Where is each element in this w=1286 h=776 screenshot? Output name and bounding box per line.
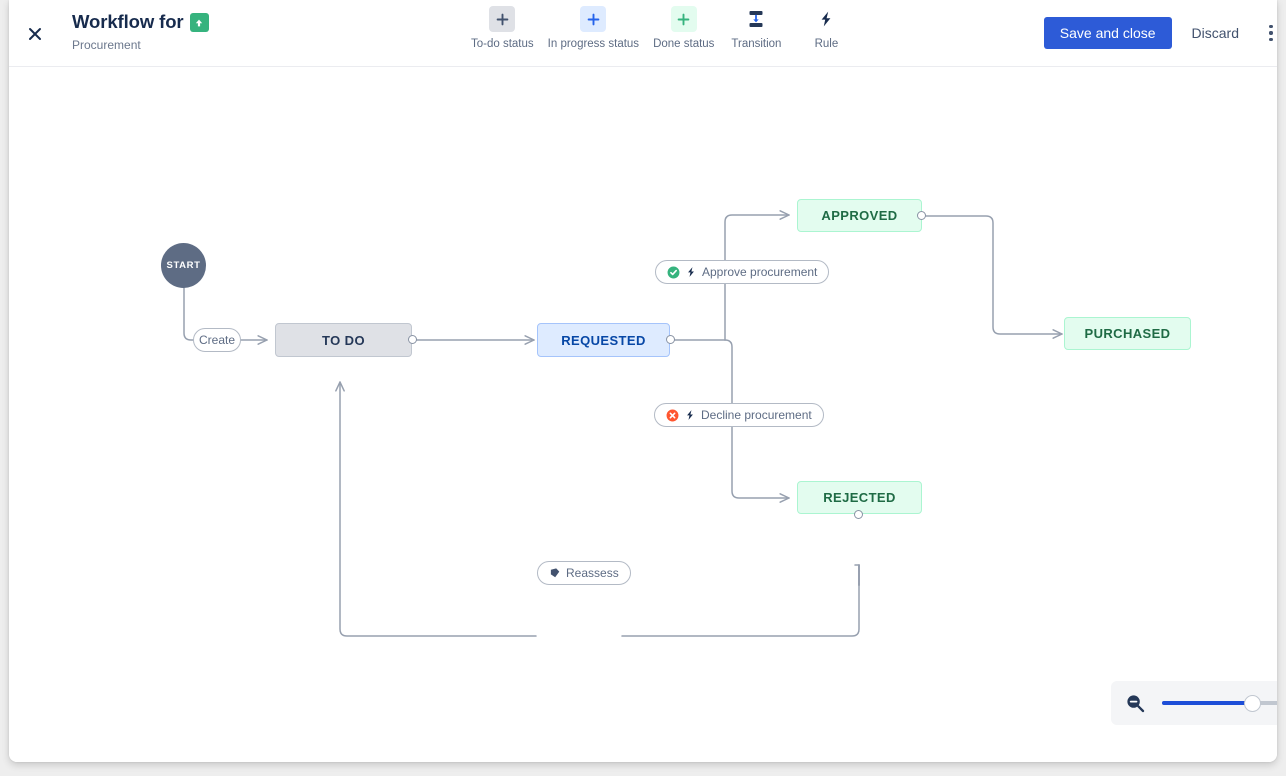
title-block: Workflow for Procurement <box>72 10 209 53</box>
port-requested-right[interactable] <box>666 335 675 344</box>
transition-approve-procurement[interactable]: Approve procurement <box>655 260 830 284</box>
transition-icon <box>743 6 769 32</box>
status-node-todo-label: TO DO <box>322 332 365 348</box>
arrow-up-badge-icon <box>189 13 209 32</box>
port-todo-right[interactable] <box>408 335 417 344</box>
transition-create[interactable]: Create <box>193 328 241 352</box>
toolbar-item-done-status[interactable]: Done status <box>646 6 721 50</box>
plus-icon <box>670 6 697 32</box>
transition-approve-label: Approve procurement <box>702 264 818 279</box>
transition-reassess[interactable]: Reassess <box>537 561 631 585</box>
page-subtitle: Procurement <box>72 38 141 52</box>
discard-button[interactable]: Discard <box>1182 17 1249 49</box>
more-actions-button[interactable] <box>1255 17 1277 49</box>
header-actions: Save and close Discard <box>1043 17 1277 49</box>
zoom-slider[interactable] <box>1162 695 1277 712</box>
workflow-start-node[interactable]: START <box>161 243 206 288</box>
plus-icon <box>580 6 607 32</box>
toolbar-item-rule[interactable]: Rule <box>791 6 861 50</box>
zoom-out-icon[interactable] <box>1125 693 1146 714</box>
status-node-requested-label: REQUESTED <box>561 332 646 348</box>
status-node-rejected-label: REJECTED <box>823 490 896 505</box>
rule-lightning-icon <box>685 266 697 278</box>
status-node-purchased-label: PURCHASED <box>1084 326 1171 341</box>
rule-lightning-icon <box>813 6 839 32</box>
zoom-control <box>1111 681 1277 725</box>
editor-header: Workflow for Procurement To-do status <box>9 0 1277 67</box>
check-circle-icon <box>667 266 680 279</box>
transition-decline-label: Decline procurement <box>701 407 812 422</box>
status-node-purchased[interactable]: PURCHASED <box>1064 317 1191 350</box>
condition-icon <box>549 567 561 579</box>
transition-decline-procurement[interactable]: Decline procurement <box>654 403 824 427</box>
rule-lightning-icon <box>684 409 696 421</box>
zoom-slider-fill <box>1162 701 1252 705</box>
toolbar-label-todo-status: To-do status <box>471 38 534 50</box>
toolbar-label-rule: Rule <box>814 38 839 50</box>
close-button[interactable] <box>19 18 51 50</box>
workflow-canvas[interactable]: START Create TO DO REQUESTED APPROVED RE… <box>9 67 1277 762</box>
status-node-requested[interactable]: REQUESTED <box>537 323 670 357</box>
toolbar-label-done-status: Done status <box>653 38 715 50</box>
toolbar-item-transition[interactable]: Transition <box>721 6 791 50</box>
toolbar-item-inprogress-status[interactable]: In progress status <box>541 6 646 50</box>
workflow-editor-window: Workflow for Procurement To-do status <box>9 0 1277 762</box>
start-node-label: START <box>166 260 201 271</box>
status-node-todo[interactable]: TO DO <box>275 323 412 357</box>
cross-circle-icon <box>666 409 679 422</box>
close-icon <box>27 26 43 42</box>
editor-toolbar: To-do status In progress status Done sta… <box>464 6 861 50</box>
toolbar-label-inprogress-status: In progress status <box>547 38 640 50</box>
transition-create-label: Create <box>198 332 236 347</box>
save-and-close-button[interactable]: Save and close <box>1043 17 1172 49</box>
transition-reassess-label: Reassess <box>566 565 619 580</box>
port-approved-right[interactable] <box>917 211 926 220</box>
workflow-edges <box>183 67 1063 637</box>
more-dots-icon <box>1269 24 1273 42</box>
zoom-slider-handle[interactable] <box>1243 695 1261 712</box>
plus-icon <box>489 6 516 32</box>
status-node-rejected[interactable]: REJECTED <box>797 481 922 514</box>
status-node-approved-label: APPROVED <box>821 208 898 223</box>
port-rejected-bottom[interactable] <box>854 510 863 519</box>
toolbar-label-transition: Transition <box>731 38 782 50</box>
page-title: Workflow for <box>72 11 184 32</box>
status-node-approved[interactable]: APPROVED <box>797 199 922 232</box>
toolbar-item-todo-status[interactable]: To-do status <box>464 6 541 50</box>
